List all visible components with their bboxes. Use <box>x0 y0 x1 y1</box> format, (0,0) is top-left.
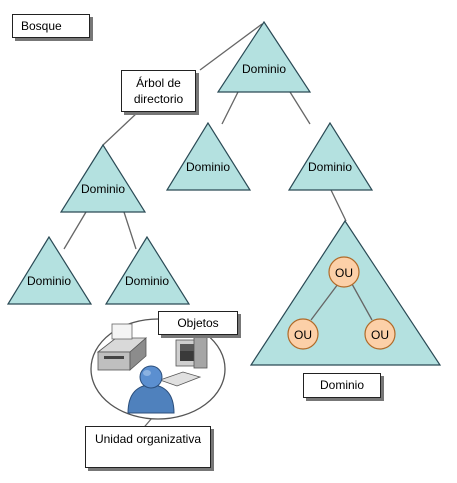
connector-root-mid-domain <box>221 91 239 125</box>
domain-label: Dominio <box>81 182 125 196</box>
ou-link-right <box>351 283 373 321</box>
domain-label-box: Dominio <box>303 373 381 398</box>
domain-label: Dominio <box>186 160 230 174</box>
connector-forest-tree <box>199 23 263 71</box>
ou-circle <box>364 318 396 350</box>
forest-label-box: Bosque <box>12 14 90 38</box>
ou-node-top: OU <box>328 256 360 288</box>
printer-icon <box>96 323 148 371</box>
ou-label: OU <box>294 328 312 342</box>
tree-label: Árbol de directorio <box>133 76 184 106</box>
domain-triangle <box>6 235 93 305</box>
domain-mid: Dominio <box>165 121 252 191</box>
domain-triangle <box>59 143 147 213</box>
domain-triangle <box>287 121 374 191</box>
domain-with-ous: OU OU OU <box>249 219 442 366</box>
domain-root: Dominio <box>216 20 312 93</box>
connector-left-domain-child2 <box>123 211 137 250</box>
domain-triangle-large <box>249 219 442 366</box>
connector-right-domain-big <box>330 189 347 222</box>
connector-tree-left-domain <box>102 111 139 146</box>
ou-circle <box>328 256 360 288</box>
ou-label: OU <box>335 266 353 280</box>
ou-node-right: OU <box>364 318 396 350</box>
ou-label: OU <box>371 328 389 342</box>
computer-icon <box>158 333 208 387</box>
domain-label: Dominio <box>308 160 352 174</box>
domain-label: Dominio <box>125 274 169 288</box>
domain-label: Dominio <box>242 62 286 76</box>
domain-triangle <box>216 20 312 93</box>
domain-label: Dominio <box>27 274 71 288</box>
domain-bottom-left-2: Dominio <box>104 235 191 305</box>
forest-label: Bosque <box>21 19 62 33</box>
domain-bottom-left-1: Dominio <box>6 235 93 305</box>
connector-left-domain-child1 <box>63 211 87 250</box>
domain-left: Dominio <box>59 143 147 213</box>
ou-link-left <box>310 283 339 321</box>
connector-root-right-domain <box>289 91 311 125</box>
domain-triangle <box>104 235 191 305</box>
domain-triangle <box>165 121 252 191</box>
org-unit-label: Unidad organizativa <box>94 432 202 446</box>
ou-node-left: OU <box>287 318 319 350</box>
org-unit-label-box: Unidad organizativa <box>85 426 211 468</box>
domain-box-label: Dominio <box>319 378 364 392</box>
objects-label-box: Objetos <box>158 311 238 335</box>
org-unit-illustration <box>90 318 226 433</box>
user-icon <box>127 365 175 414</box>
objects-label: Objetos <box>177 316 219 330</box>
domain-right: Dominio <box>287 121 374 191</box>
tree-label-box: Árbol de directorio <box>121 70 196 112</box>
ou-circle <box>287 318 319 350</box>
